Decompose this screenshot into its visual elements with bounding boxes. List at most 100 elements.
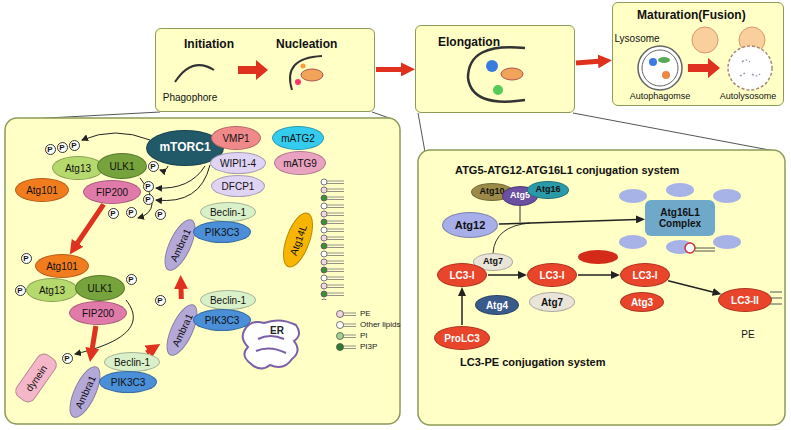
heading-text: ER xyxy=(270,325,284,336)
protein-ellipse: Atg13 xyxy=(26,278,78,302)
complex-box: Atg16L1 Complex xyxy=(645,200,715,236)
protein-ellipse: PIK3C3 xyxy=(99,371,157,393)
phospho-label: P xyxy=(15,285,26,296)
node-label: VMP1 xyxy=(222,133,249,144)
phospho-label: P xyxy=(126,274,137,285)
protein-ellipse: Atg13 xyxy=(52,156,104,180)
node-label: mATG9 xyxy=(283,158,317,169)
protein-ellipse: mATG2 xyxy=(272,126,324,150)
legend-text: Other lipids xyxy=(360,320,400,329)
reaction-arrow xyxy=(461,295,463,325)
phospho-label: P xyxy=(148,161,159,172)
legend-item: PE xyxy=(360,310,371,318)
node-label: Atg16 xyxy=(535,185,560,195)
legend-text: PI3P xyxy=(360,342,377,351)
phospho-label: P xyxy=(57,142,68,153)
protein-ellipse: WIPI1-4 xyxy=(210,152,266,174)
protein-ellipse: Atg4 xyxy=(475,295,519,315)
legend-item: Other lipids xyxy=(360,321,400,329)
protein-ellipse: Beclin-1 xyxy=(200,202,256,222)
caption-label: Autophagomse xyxy=(630,92,691,102)
protein-ellipse: PIK3C3 xyxy=(193,309,251,331)
node-label: mTORC1 xyxy=(159,141,210,154)
node-label: Ambra1 xyxy=(168,227,193,263)
protein-ellipse: ProLC3 xyxy=(434,326,490,350)
protein-ellipse: FIP200 xyxy=(83,180,141,204)
node-label: LC3-I xyxy=(540,270,565,281)
node-label: LC3-II xyxy=(731,295,759,306)
node-label: Atg12 xyxy=(455,219,486,231)
node-label: PIK3C3 xyxy=(205,315,239,326)
node-label: Beclin-1 xyxy=(210,295,246,306)
node-label: FIP200 xyxy=(82,308,114,319)
reaction-arrow xyxy=(668,281,714,292)
protein-ellipse: LC3-I xyxy=(620,263,670,287)
node-label: Atg13 xyxy=(39,285,65,296)
node-label: Atg101 xyxy=(26,185,58,196)
protein-ellipse: LC3-I xyxy=(437,263,487,287)
process-arrow xyxy=(92,326,96,349)
protein-ellipse: Atg101 xyxy=(35,254,89,278)
node-label: ULK1 xyxy=(109,161,134,172)
heading-text: Elongation xyxy=(438,36,500,49)
node-label: Atg4 xyxy=(486,300,508,311)
node-label: ProLC3 xyxy=(444,333,480,344)
phospho-label: P xyxy=(21,253,32,264)
node-label: DFCP1 xyxy=(222,181,255,192)
protein-ellipse: ULK1 xyxy=(75,275,125,301)
heading-text: LC3-PE conjugation system xyxy=(460,356,605,368)
phospho-label: P xyxy=(155,209,166,220)
protein-ellipse: DFCP1 xyxy=(211,175,265,197)
process-arrow xyxy=(179,288,184,299)
node-label: Atg10 xyxy=(479,187,504,197)
node-label: Ambra1 xyxy=(73,374,98,410)
node-label: Beclin-1 xyxy=(210,207,246,218)
node-label: Atg13 xyxy=(65,163,91,174)
protein-ellipse: Ambra1 xyxy=(158,215,202,275)
protein-ellipse: VMP1 xyxy=(211,126,261,150)
system-panel: ATG5-ATG12-ATG16L1 conjugation systemLC3… xyxy=(418,150,785,425)
node-label: Atg3 xyxy=(631,297,653,308)
phospho-label: P xyxy=(108,208,119,219)
phospho-label: P xyxy=(126,207,137,218)
node-label: ULK1 xyxy=(87,283,112,294)
protein-ellipse: FIP200 xyxy=(69,301,127,325)
process-arrow xyxy=(77,204,104,243)
protein-ellipse: Beclin-1 xyxy=(104,352,160,372)
protein-ellipse: Atg3 xyxy=(620,292,664,312)
phospho-label: P xyxy=(45,144,56,155)
stage-box: Maturation(Fusion) xyxy=(612,2,784,106)
protein-ellipse: PIK3C3 xyxy=(193,221,251,243)
protein-ellipse: dynein xyxy=(12,350,60,405)
legend-text: PE xyxy=(360,309,371,318)
phospho-label: P xyxy=(143,194,154,205)
er-membrane: ER xyxy=(240,317,304,373)
process-arrow xyxy=(376,67,402,72)
node-label: PIK3C3 xyxy=(111,377,145,388)
node-label: WIPI1-4 xyxy=(220,158,256,169)
reaction-arrow xyxy=(488,274,519,276)
protein-ellipse: LC3-I xyxy=(527,263,577,287)
legend-text: PI xyxy=(360,331,368,340)
protein-ellipse: Ambra1 xyxy=(160,300,204,360)
protein-ellipse: Atg14L xyxy=(277,209,319,272)
node-label: Atg16L1 Complex xyxy=(645,207,715,229)
stage-box: Elongation xyxy=(415,25,575,113)
node-label: Atg101 xyxy=(46,261,78,272)
protein-ellipse: Atg12 xyxy=(442,212,498,238)
reaction-arrow xyxy=(578,274,612,276)
protein-ellipse: Atg101 xyxy=(15,178,69,202)
legend-item: PI xyxy=(360,332,368,340)
phospho-label: P xyxy=(62,353,73,364)
phospho-label: P xyxy=(155,295,166,306)
heading-text: Initiation xyxy=(184,38,234,51)
process-arrow xyxy=(147,351,150,353)
heading-text: Nucleation xyxy=(276,38,337,51)
protein-ellipse: LC3-II xyxy=(718,288,772,312)
node-label: dynein xyxy=(23,363,49,393)
node-label: FIP200 xyxy=(96,187,128,198)
node-label: Beclin-1 xyxy=(114,357,150,368)
node-label: Atg14L xyxy=(287,223,308,257)
reaction-arrow xyxy=(499,219,637,224)
protein-ellipse: Ambra1 xyxy=(63,362,107,422)
